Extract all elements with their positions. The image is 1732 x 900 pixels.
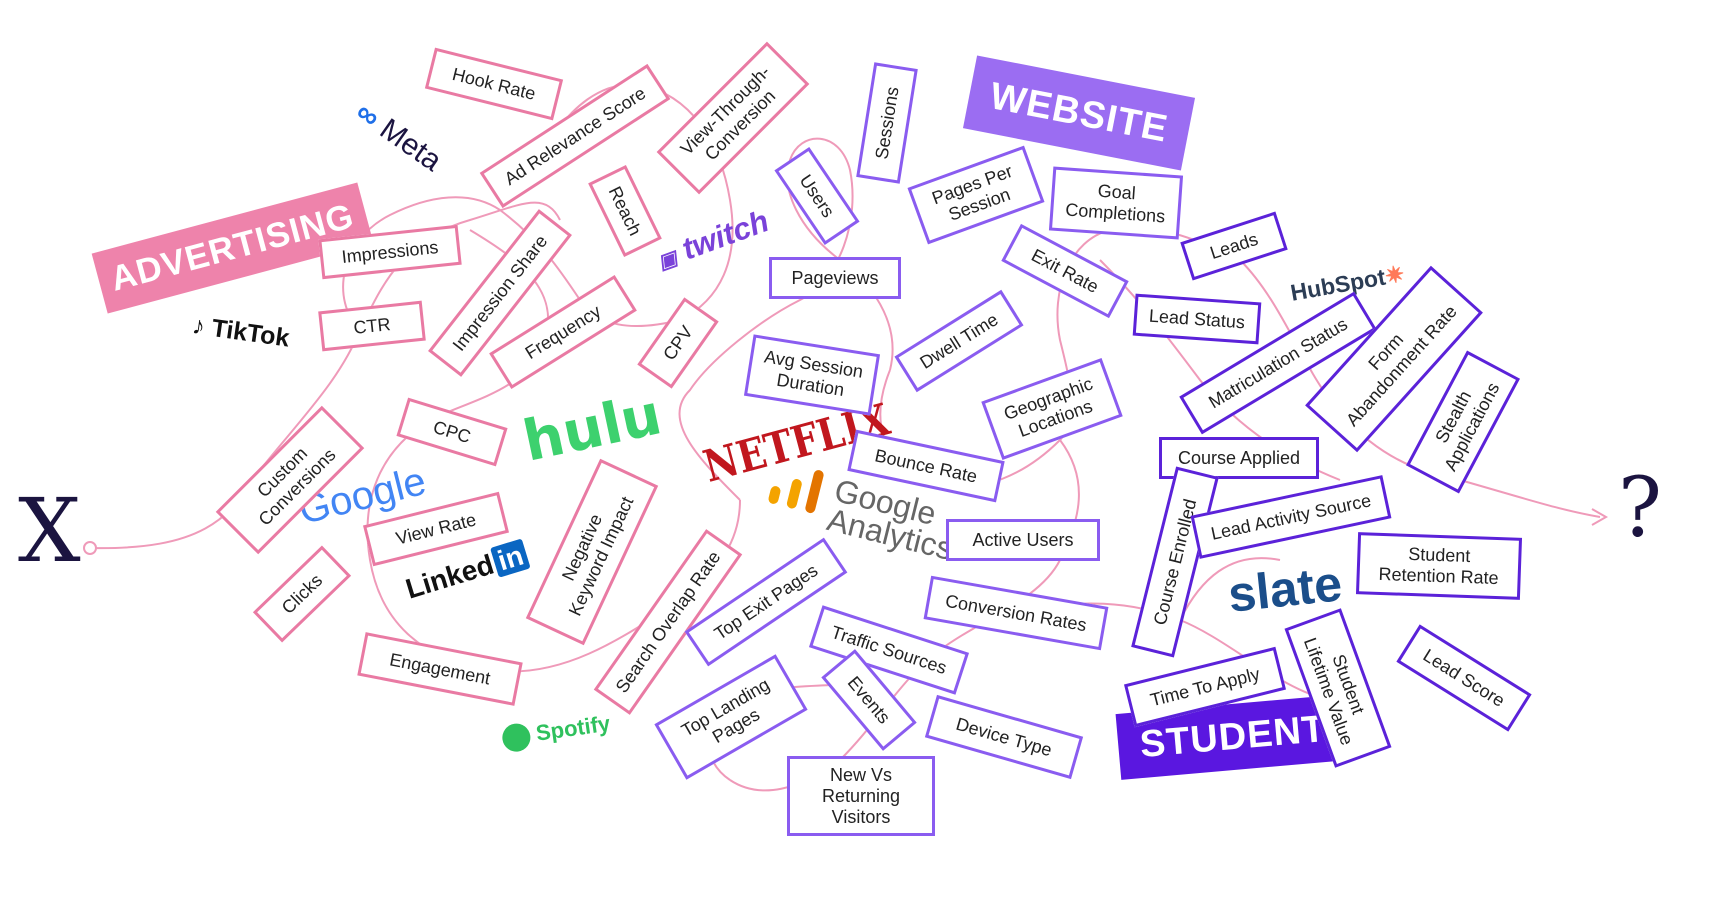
- google-analytics-bars-icon: [766, 460, 825, 518]
- start-x-symbol: X: [18, 479, 81, 582]
- metric-pageviews: Pageviews: [769, 257, 901, 299]
- metric-course-applied: Course Applied: [1159, 437, 1319, 479]
- tiktok-note-icon: ♪: [190, 311, 207, 341]
- metric-active-users: Active Users: [946, 519, 1100, 561]
- metric-lead-status: Lead Status: [1132, 293, 1262, 345]
- end-question-symbol: ?: [1618, 461, 1662, 556]
- metric-goal-completions: Goal Completions: [1048, 166, 1184, 240]
- spotify-circle-icon: [500, 721, 533, 754]
- metric-student-retention-rate: Student Retention Rate: [1355, 532, 1523, 600]
- metric-new-vs-returning-visitors: New Vs Returning Visitors: [787, 756, 935, 836]
